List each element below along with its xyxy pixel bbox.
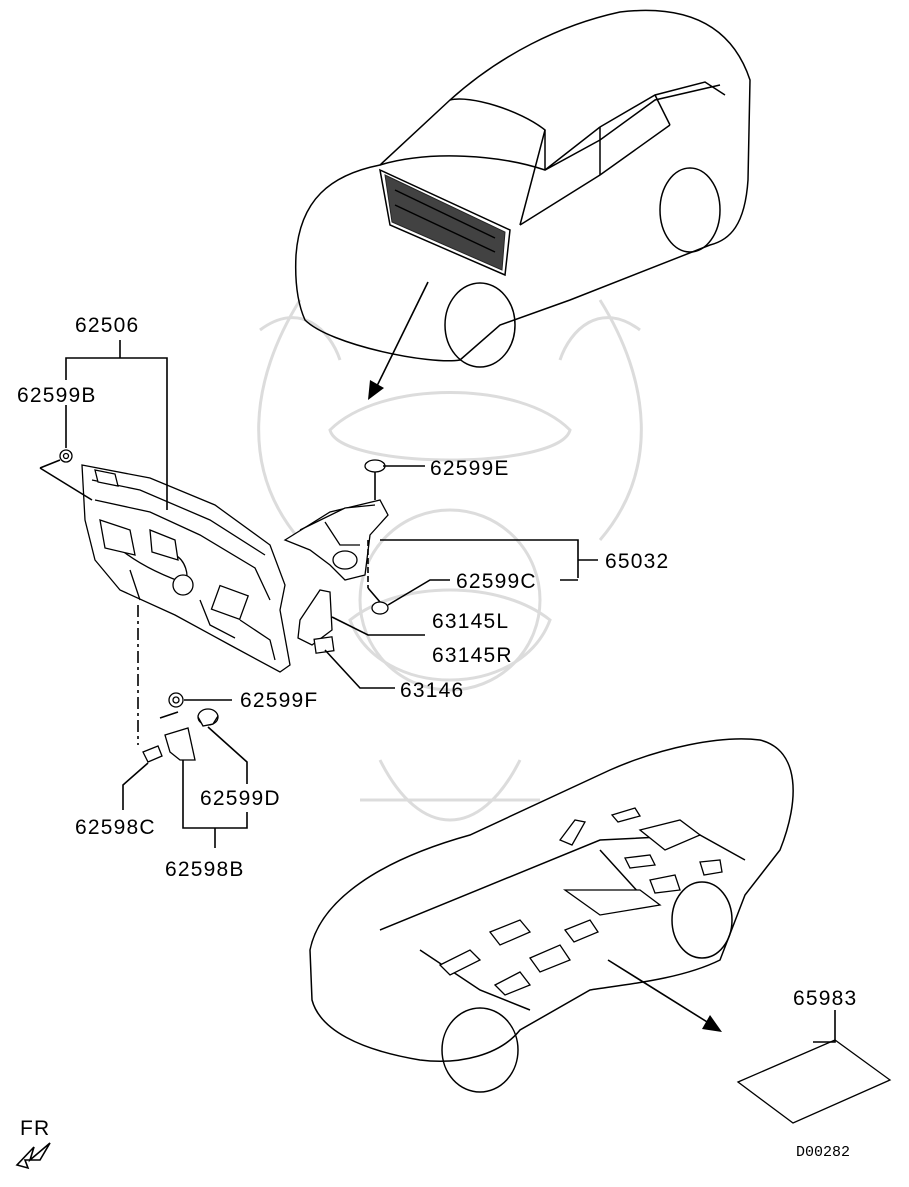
label-65032: 65032	[605, 550, 669, 573]
label-62599e: 62599E	[430, 457, 510, 480]
leader-lines	[65, 340, 836, 1043]
label-63145r: 63145R	[432, 644, 513, 667]
front-direction-indicator: FR	[15, 1117, 51, 1170]
label-65983: 65983	[793, 987, 857, 1010]
clip-62599b	[39, 449, 93, 501]
vehicle-floor-illustration	[309, 738, 794, 1093]
watermark-emblem	[257, 299, 643, 822]
label-62599f: 62599F	[240, 689, 318, 712]
label-63146: 63146	[400, 679, 464, 702]
leader-arrow-bottom	[607, 959, 722, 1032]
diagram-code: D00282	[796, 1144, 850, 1161]
fr-label: FR	[20, 1117, 50, 1140]
clip-62598c	[142, 745, 163, 763]
clip-62599e	[364, 459, 386, 500]
label-62598c: 62598C	[75, 816, 156, 839]
clip-62599f	[168, 692, 184, 708]
clip-62599c	[367, 540, 389, 615]
label-62506: 62506	[75, 314, 139, 337]
bracket-part-65032	[283, 499, 389, 581]
bracket-part-63145	[297, 589, 335, 654]
dash-insulator-part	[81, 464, 291, 673]
label-63145l: 63145L	[432, 610, 509, 633]
front-arrow-icon	[15, 1142, 51, 1170]
grommet-62599d	[197, 708, 219, 727]
label-62599c: 62599C	[456, 570, 537, 593]
sheet-part-65983	[736, 1039, 892, 1124]
leader-arrow-top	[368, 281, 429, 400]
bracket-part-62598b	[159, 711, 196, 761]
label-62599b: 62599B	[17, 384, 97, 407]
vehicle-front-illustration	[294, 9, 751, 368]
label-62598b: 62598B	[165, 858, 245, 881]
label-62599d: 62599D	[200, 787, 281, 810]
